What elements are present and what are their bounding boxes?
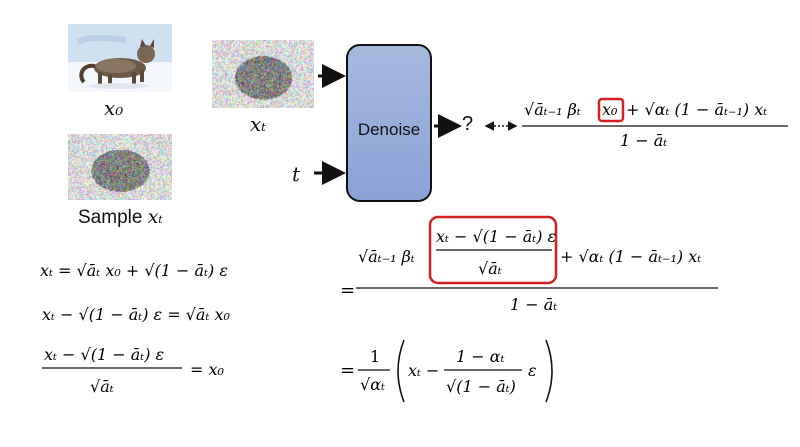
left-eq-1: xₜ = √āₜ x₀ + √(1 − āₜ) ε bbox=[40, 261, 228, 280]
bot-inner-den: √(1 − āₜ) bbox=[446, 377, 516, 396]
bot-frac-num: 1 bbox=[370, 347, 380, 366]
bot-eq-sign: = bbox=[340, 360, 355, 381]
bot-eps: ε bbox=[528, 361, 537, 380]
top-num-x0: x₀ bbox=[602, 100, 618, 119]
xt-label: xₜ bbox=[250, 112, 267, 136]
noise-canvas bbox=[212, 40, 314, 108]
mid-num-b: + √αₜ (1 − āₜ₋₁) xₜ bbox=[560, 247, 701, 266]
mid-inner-den: √āₜ bbox=[478, 259, 502, 278]
cat-photo-graphic bbox=[68, 24, 172, 92]
sample-label-prefix: Sample bbox=[78, 207, 148, 228]
sample-label-var: xₜ bbox=[147, 206, 164, 228]
sample-noisy-image bbox=[68, 134, 172, 200]
bot-frac-den: √αₜ bbox=[360, 375, 385, 394]
left-eq-3-rhs: = x₀ bbox=[190, 360, 225, 379]
denoise-label: Denoise bbox=[357, 120, 421, 139]
question-mark: ? bbox=[462, 113, 474, 135]
substitution-highlight-box bbox=[428, 215, 558, 285]
left-eq-2: xₜ − √(1 − āₜ) ε = √āₜ x₀ bbox=[42, 305, 231, 324]
mid-eq-sign: = bbox=[340, 280, 355, 301]
t-label: t bbox=[292, 162, 301, 186]
x0-highlight-box bbox=[597, 97, 625, 123]
bot-xt: xₜ − bbox=[408, 361, 439, 380]
noisy-xt-image bbox=[212, 40, 314, 108]
left-paren bbox=[397, 339, 405, 403]
left-eq-3-den: √āₜ bbox=[90, 377, 114, 396]
mid-inner-num: xₜ − √(1 − āₜ) ε bbox=[436, 227, 556, 246]
top-num-a: √āₜ₋₁ βₜ bbox=[524, 100, 581, 119]
sample-label: Sample xₜ bbox=[78, 206, 163, 229]
bot-inner-num: 1 − αₜ bbox=[456, 347, 505, 366]
mid-den: 1 − āₜ bbox=[510, 295, 557, 314]
cat-image bbox=[68, 24, 172, 92]
top-num-b: + √αₜ (1 − āₜ₋₁) xₜ bbox=[626, 100, 767, 119]
x0-label: x₀ bbox=[104, 96, 124, 120]
noise-canvas bbox=[68, 134, 172, 200]
mid-num-a: √āₜ₋₁ βₜ bbox=[358, 247, 415, 266]
right-paren bbox=[545, 339, 553, 403]
top-den: 1 − āₜ bbox=[620, 131, 667, 150]
denoise-box: Denoise bbox=[346, 44, 432, 202]
left-eq-3-num: xₜ − √(1 − āₜ) ε bbox=[44, 345, 164, 364]
